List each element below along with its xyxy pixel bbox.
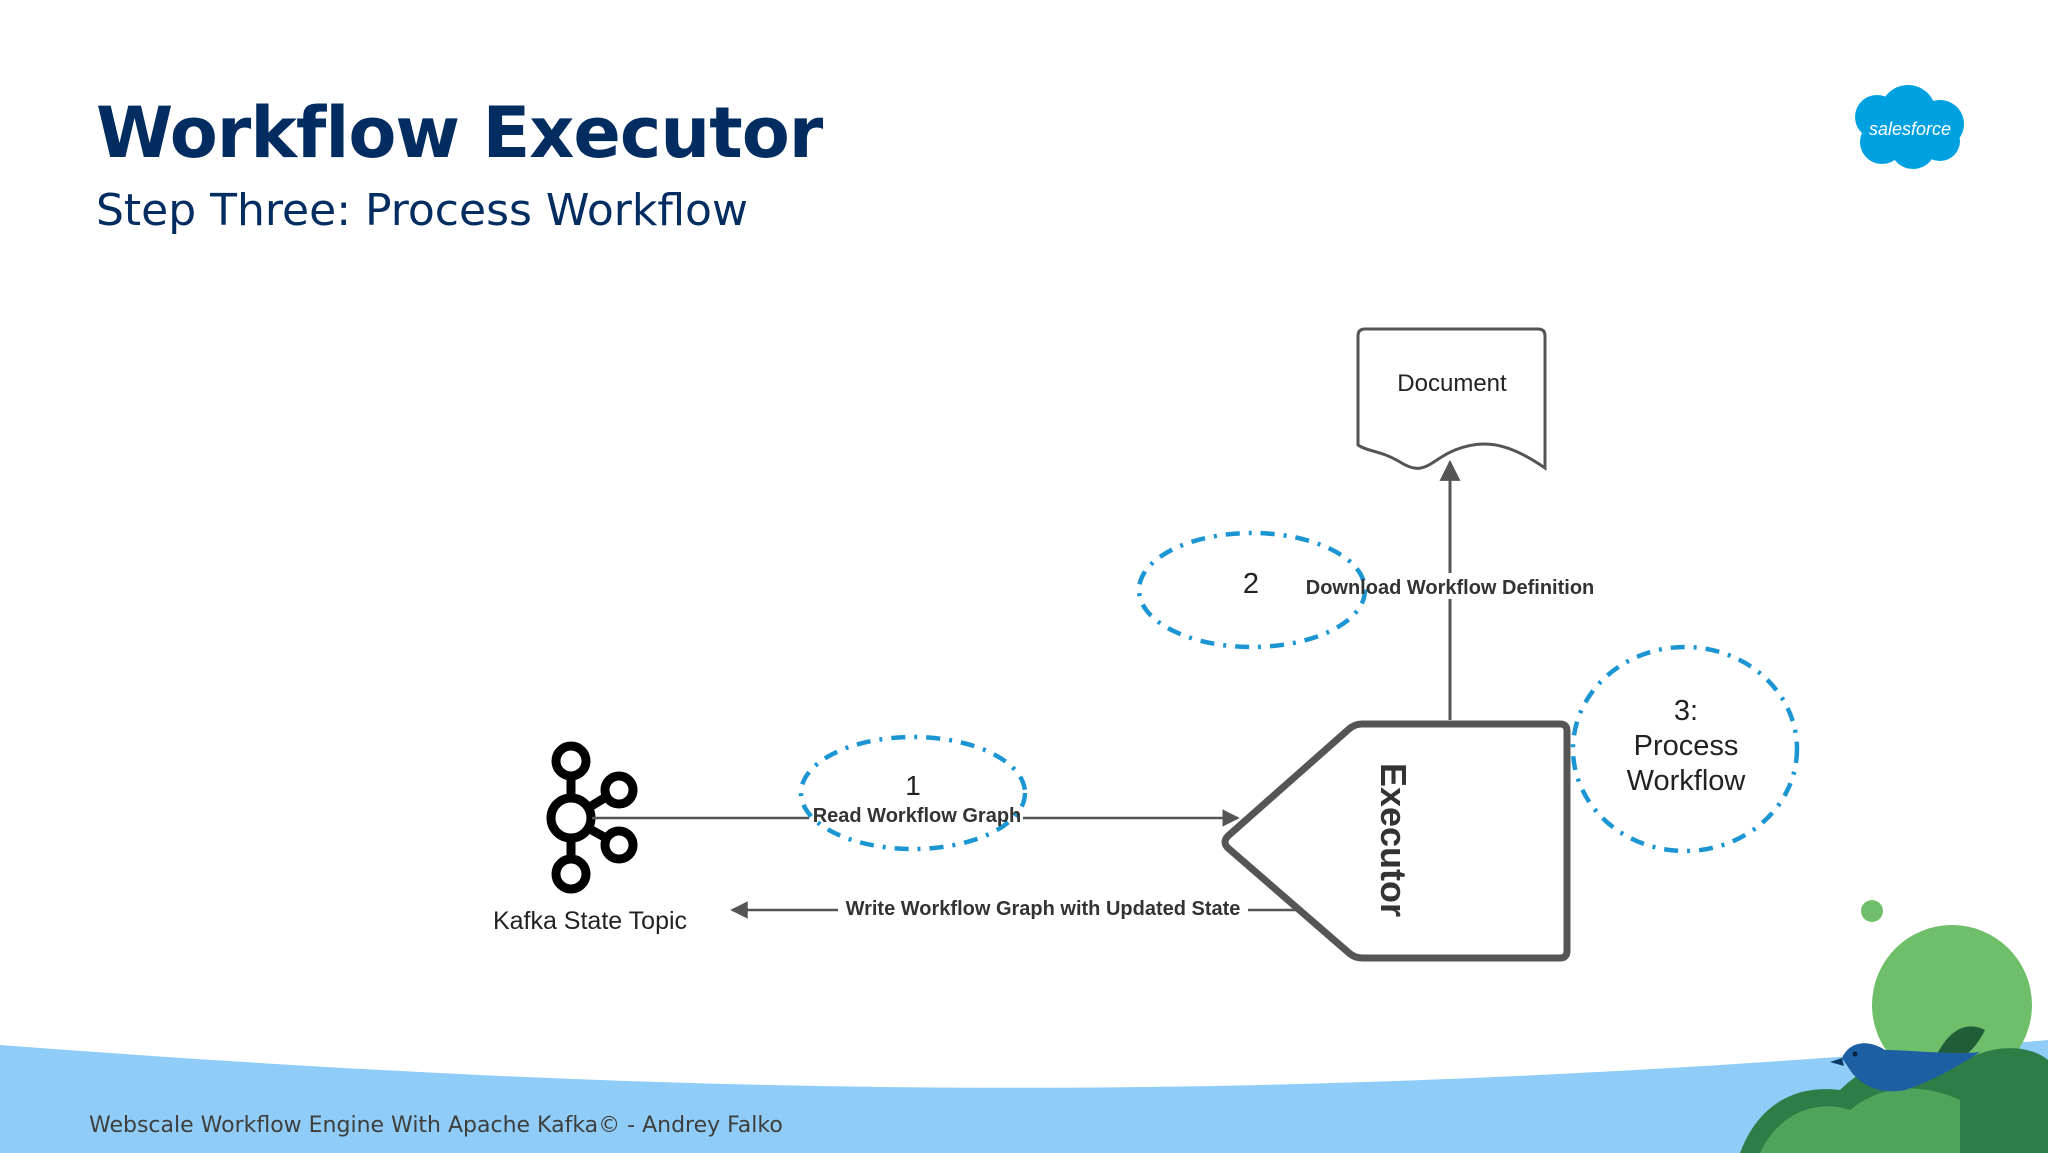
slide-subtitle: Step Three: Process Workflow (96, 185, 748, 236)
kafka-icon (546, 741, 638, 894)
footer-wave (0, 1040, 2048, 1153)
executor-node-shape (1221, 720, 1571, 962)
step-2-number: 2 (1243, 568, 1259, 600)
step-1-number: 1 (905, 770, 921, 801)
step-3-line3: Workflow (1627, 765, 1747, 797)
document-node-shape (1356, 327, 1547, 471)
step-3-line1: 3: (1674, 695, 1698, 727)
bird-illustration (1830, 1043, 1980, 1092)
plant-illustration (1740, 900, 2048, 1153)
step-3-ellipse (1570, 644, 1800, 854)
step-3-line2: Process (1634, 730, 1739, 762)
slide-footer: Webscale Workflow Engine With Apache Kaf… (89, 1113, 783, 1138)
slide-title: Workflow Executor (96, 92, 823, 174)
step-1-ellipse (798, 734, 1028, 852)
edge-read-label: Read Workflow Graph (813, 805, 1022, 827)
step-2-ellipse (1136, 530, 1368, 650)
executor-node-label: Executor (1373, 763, 1414, 917)
salesforce-logo-text: salesforce (1869, 119, 1951, 139)
edge-write-label: Write Workflow Graph with Updated State (846, 898, 1241, 920)
edge-download-label: Download Workflow Definition (1306, 577, 1595, 599)
edge-download-label-bg (1298, 573, 1600, 599)
salesforce-cloud-icon (1855, 85, 1964, 169)
edge-write-label-bg (838, 894, 1248, 920)
kafka-node-label: Kafka State Topic (493, 907, 687, 935)
document-node-label: Document (1397, 370, 1507, 397)
edge-read-label-bg (809, 800, 1023, 826)
